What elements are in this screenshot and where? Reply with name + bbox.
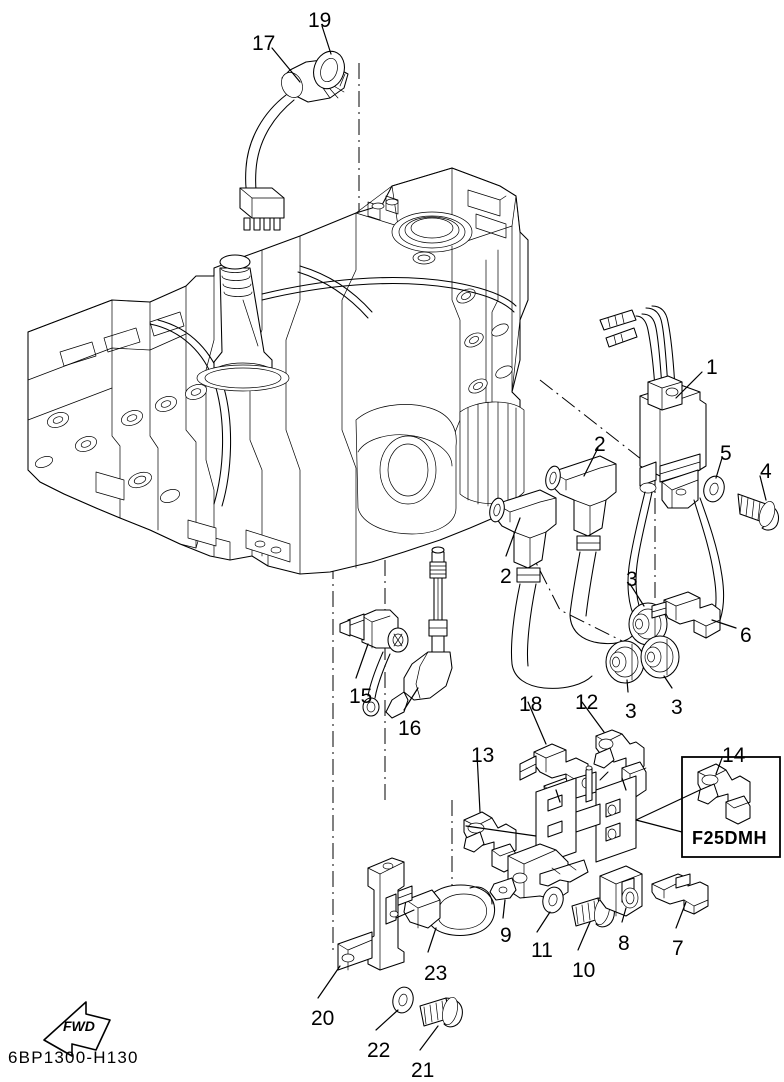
callout-6: 6	[740, 624, 752, 647]
callout-11: 11	[531, 939, 553, 962]
callout-19: 19	[308, 9, 332, 32]
bracket-plate-assembly	[507, 765, 637, 901]
ignition-coil	[599, 305, 725, 631]
callout-1: 1	[706, 356, 718, 379]
o-ring-gasket	[313, 50, 345, 90]
callout-16: 16	[398, 717, 422, 740]
grommet-lower	[640, 635, 680, 679]
callout-2-upper: 2	[594, 433, 606, 456]
bolt-coil	[737, 493, 779, 531]
callout-3-lower: 3	[671, 696, 683, 719]
callout-8: 8	[618, 932, 630, 955]
callout-3-middle: 3	[625, 700, 637, 723]
leader-lines	[271, 25, 767, 1051]
callout-15: 15	[349, 685, 373, 708]
clamp-block-8	[599, 865, 643, 917]
washer-coil	[703, 475, 725, 503]
spark-plug-cap-16	[385, 546, 453, 719]
callout-2-lower: 2	[500, 565, 512, 588]
wire-clamp-6	[651, 591, 721, 639]
callout-17: 17	[252, 32, 276, 55]
bolt-21	[419, 996, 463, 1028]
thermo-switch	[339, 609, 409, 717]
callout-3-upper: 3	[626, 568, 638, 591]
callout-7: 7	[672, 937, 684, 960]
callout-23: 23	[424, 962, 448, 985]
callout-9: 9	[500, 924, 512, 947]
callout-21: 21	[411, 1059, 435, 1082]
washer-11	[542, 886, 564, 914]
washer-22	[392, 986, 414, 1014]
callout-12: 12	[575, 691, 599, 714]
callout-13: 13	[471, 744, 495, 767]
drawing-number: 6BP1300-H130	[8, 1048, 139, 1067]
callout-10: 10	[572, 959, 596, 982]
spark-plug-cap-upper	[545, 455, 635, 645]
wire-holder-14	[697, 763, 751, 825]
fwd-arrow	[43, 1001, 111, 1057]
callout-5: 5	[720, 442, 732, 465]
callout-14: 14	[722, 744, 746, 767]
bracket-9	[489, 877, 517, 901]
spark-plug-cap-lower	[489, 489, 593, 689]
callout-22: 22	[367, 1039, 391, 1062]
callout-20: 20	[311, 1007, 335, 1030]
clamp-ring-23	[395, 884, 496, 937]
variant-inset-box	[635, 756, 781, 858]
tapered-shaft	[196, 254, 290, 392]
callout-4: 4	[760, 460, 772, 483]
grommet-middle	[605, 640, 645, 684]
bracket-20	[337, 857, 415, 971]
clip-7	[651, 873, 709, 915]
variant-label: F25DMH	[692, 828, 768, 848]
fwd-label: FWD	[63, 1018, 95, 1034]
callout-18: 18	[519, 693, 543, 716]
